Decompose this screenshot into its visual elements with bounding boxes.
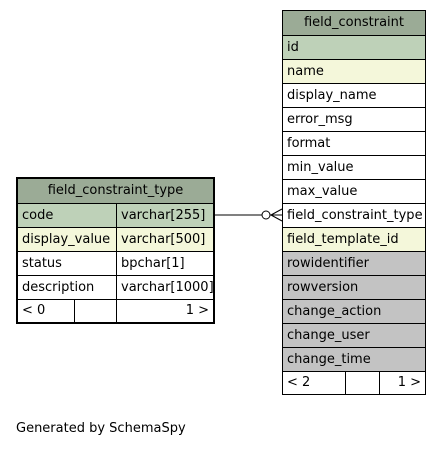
column-name: change_user: [287, 328, 370, 343]
column-name: rowidentifier: [287, 256, 369, 271]
column-row[interactable]: display_value varchar[500]: [18, 228, 213, 252]
children-link[interactable]: 1 >: [116, 300, 213, 322]
table-field-constraint-type[interactable]: field_constraint_type code varchar[255] …: [16, 177, 215, 324]
column-name: field_template_id: [287, 232, 399, 247]
column-name: change_time: [287, 352, 371, 367]
column-row[interactable]: rowversion: [283, 276, 425, 300]
column-name: display_name: [287, 88, 377, 103]
table-field-constraint[interactable]: field_constraint id name display_name er…: [282, 10, 426, 395]
column-name: error_msg: [287, 112, 353, 127]
table-nav-row: < 2 1 >: [283, 372, 425, 394]
column-row[interactable]: status bpchar[1]: [18, 252, 213, 276]
column-row[interactable]: code varchar[255]: [18, 204, 213, 228]
column-name: id: [287, 40, 299, 55]
column-name: description: [22, 280, 95, 295]
column-name: min_value: [287, 160, 354, 175]
column-row[interactable]: min_value: [283, 156, 425, 180]
column-name: display_value: [22, 232, 111, 247]
column-name: change_action: [287, 304, 382, 319]
column-type: varchar[255]: [116, 204, 213, 227]
column-row[interactable]: field_constraint_type: [283, 204, 425, 228]
table-title: field_constraint_type: [18, 179, 213, 204]
column-row[interactable]: name: [283, 60, 425, 84]
column-row[interactable]: change_user: [283, 324, 425, 348]
crows-foot-marker: [270, 208, 283, 222]
column-row[interactable]: rowidentifier: [283, 252, 425, 276]
column-type: varchar[1000]: [116, 276, 213, 299]
children-link[interactable]: 1 >: [379, 372, 425, 394]
column-name: format: [287, 136, 331, 151]
optional-circle-marker: [261, 210, 271, 220]
column-row[interactable]: display_name: [283, 84, 425, 108]
column-row[interactable]: max_value: [283, 180, 425, 204]
column-name: code: [22, 208, 54, 223]
column-name: rowversion: [287, 280, 359, 295]
column-type: varchar[500]: [116, 228, 213, 251]
column-type: bpchar[1]: [116, 252, 213, 275]
column-row[interactable]: change_action: [283, 300, 425, 324]
column-name: max_value: [287, 184, 358, 199]
parents-link[interactable]: < 0: [22, 303, 46, 318]
table-title: field_constraint: [283, 11, 425, 36]
column-row[interactable]: field_template_id: [283, 228, 425, 252]
parents-link[interactable]: < 2: [287, 375, 311, 390]
column-row[interactable]: description varchar[1000]: [18, 276, 213, 300]
column-name: field_constraint_type: [287, 208, 423, 223]
column-row[interactable]: format: [283, 132, 425, 156]
table-nav-row: < 0 1 >: [18, 300, 213, 322]
nav-spacer: [345, 372, 379, 394]
column-row[interactable]: change_time: [283, 348, 425, 372]
column-name: status: [22, 256, 62, 271]
nav-spacer: [74, 300, 116, 322]
column-row[interactable]: id: [283, 36, 425, 60]
column-row[interactable]: error_msg: [283, 108, 425, 132]
generated-by-label: Generated by SchemaSpy: [16, 421, 186, 436]
column-name: name: [287, 64, 324, 79]
